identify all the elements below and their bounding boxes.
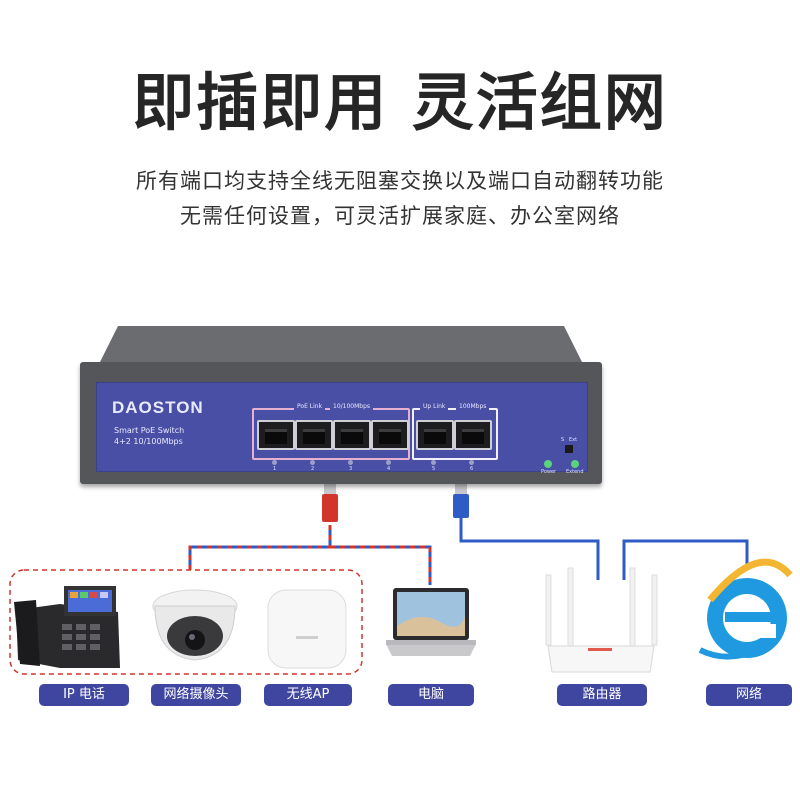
- label-network: 网络: [706, 684, 792, 706]
- port-number-4: 4: [387, 466, 391, 472]
- poe-group-label: PoE Link: [294, 403, 326, 410]
- laptop-icon: [386, 588, 476, 656]
- internet-explorer-icon: [698, 558, 793, 660]
- poe-port-4[interactable]: [371, 420, 409, 450]
- headline: 即插即用 灵活组网: [132, 66, 668, 139]
- label-ip-phone: IP 电话: [39, 684, 129, 706]
- extend-led: [571, 460, 579, 468]
- power-led: [544, 460, 552, 468]
- power-led-label: Power: [541, 469, 557, 475]
- uplink-cable-plug: [453, 482, 469, 518]
- switch-top-surface: [98, 326, 584, 366]
- label-wireless-ap: 无线AP: [264, 684, 352, 706]
- subtitle-line-2: 无需任何设置，可灵活扩展家庭、办公室网络: [180, 204, 620, 228]
- port-number-5: 5: [432, 466, 436, 472]
- poe-cable-plug: [322, 482, 338, 522]
- uplink-port-group: [412, 408, 498, 460]
- label-computer: 电脑: [388, 684, 474, 706]
- model-line-1: Smart PoE Switch: [114, 426, 185, 435]
- uplink-port-5[interactable]: [416, 420, 454, 450]
- mode-switch-label-s: S: [561, 437, 565, 443]
- uplink-cable-lines: [459, 515, 749, 580]
- switch-model-text: Smart PoE Switch 4+2 10/100Mbps: [114, 425, 184, 447]
- port-led-4: [386, 460, 391, 465]
- poe-port-2[interactable]: [295, 420, 333, 450]
- label-router: 路由器: [557, 684, 647, 706]
- mode-toggle-switch[interactable]: [565, 445, 573, 453]
- poe-device-group-box: [9, 569, 363, 675]
- port-led-1: [272, 460, 277, 465]
- subtitle-line-1: 所有端口均支持全线无阻塞交换以及端口自动翻转功能: [136, 169, 664, 193]
- uplink-speed-label: 100Mbps: [456, 403, 490, 410]
- poe-port-3[interactable]: [333, 420, 371, 450]
- uplink-port-6[interactable]: [454, 420, 492, 450]
- uplink-group-label: Up Link: [420, 403, 449, 410]
- poe-port-1[interactable]: [257, 420, 295, 450]
- router-icon: [545, 567, 658, 673]
- poe-speed-label: 10/100Mbps: [330, 403, 374, 410]
- port-led-2: [310, 460, 315, 465]
- ip-phone-icon: [14, 586, 120, 668]
- label-network-camera: 网络摄像头: [151, 684, 241, 706]
- poe-cable-lines: [188, 525, 432, 585]
- switch-brand-logo: DAOSTON: [112, 398, 204, 417]
- port-number-6: 6: [470, 466, 474, 472]
- port-led-6: [469, 460, 474, 465]
- port-led-5: [431, 460, 436, 465]
- mode-switch-label-ext: Ext: [569, 437, 578, 443]
- extend-led-label: Extend: [566, 469, 584, 475]
- dome-camera-icon: [152, 589, 238, 661]
- port-led-3: [348, 460, 353, 465]
- port-number-1: 1: [273, 466, 277, 472]
- port-number-2: 2: [311, 466, 315, 472]
- port-number-3: 3: [349, 466, 353, 472]
- wireless-ap-icon: [267, 589, 347, 669]
- model-line-2: 4+2 10/100Mbps: [114, 437, 183, 446]
